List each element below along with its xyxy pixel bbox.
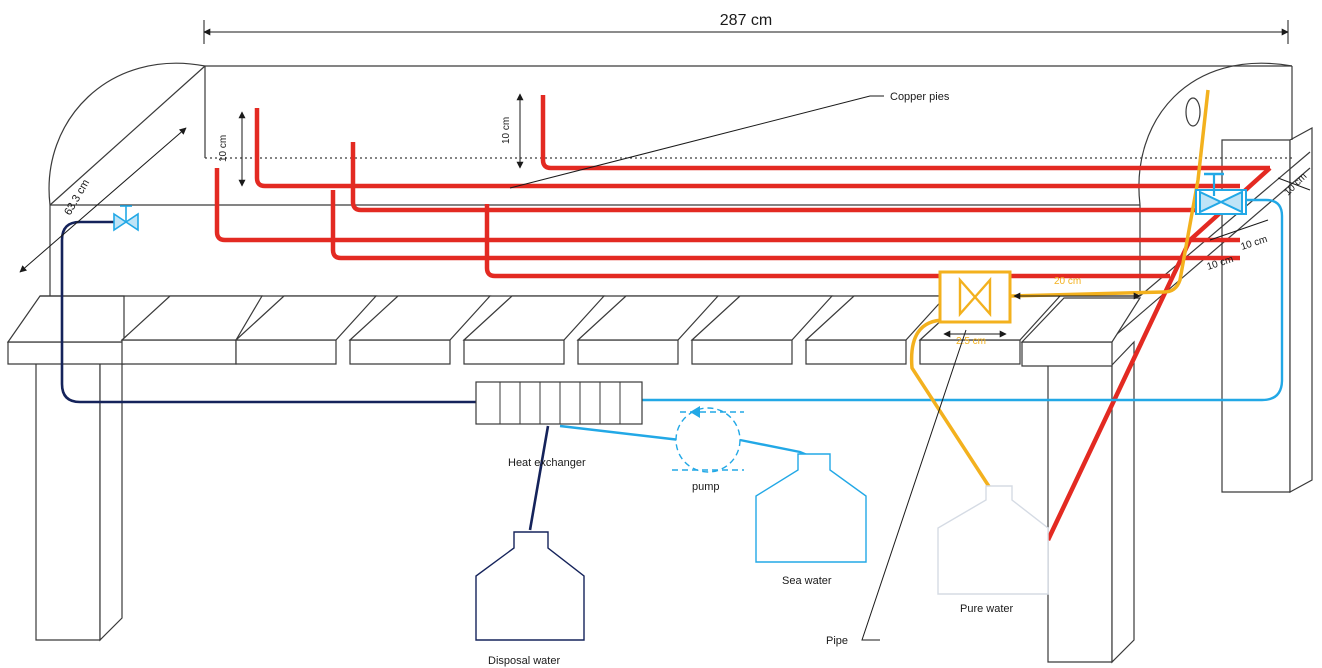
pipe-leader	[861, 329, 967, 641]
box-left-diag	[49, 65, 206, 206]
table-frame	[6, 126, 1313, 664]
left-dome	[48, 62, 206, 206]
sea-water-bottle	[755, 453, 867, 563]
copper-pipe-5	[484, 204, 1170, 279]
front-beam-left-top	[6, 295, 125, 343]
label-pump: pump	[692, 481, 720, 493]
dimension-lines	[19, 20, 1311, 338]
dim-width: 63.3 cm	[62, 178, 92, 218]
dim-collector-gap: 20 cm	[1054, 276, 1081, 287]
copper-leader	[509, 95, 884, 189]
dim-length: 287 cm	[720, 12, 772, 29]
left-leg	[35, 324, 101, 641]
heat-exchanger	[475, 381, 643, 425]
disposal-water-bottle	[475, 531, 585, 641]
label-copper: Copper pies	[890, 91, 950, 103]
copper-pipe-4	[330, 190, 1240, 261]
slats	[120, 295, 1142, 367]
dim-collector-width: 2.5 cm	[956, 336, 986, 347]
disposal-line-down	[528, 425, 550, 531]
pure-water-bottle	[937, 485, 1049, 595]
front-beam-left	[7, 341, 125, 365]
right-dome	[1138, 62, 1293, 206]
pure-line-top	[1009, 89, 1210, 298]
valve-left	[113, 205, 139, 232]
collector	[938, 270, 1012, 324]
label-sea-water: Sea water	[782, 575, 832, 587]
copper-pipe-6	[540, 95, 1270, 171]
right-dome-port	[1185, 97, 1201, 127]
pure-line-down	[909, 318, 992, 489]
right-back-leg-side	[1289, 126, 1313, 494]
copper-pipe-1	[254, 108, 1240, 189]
label-disposal-water: Disposal water	[488, 655, 560, 667]
copper-pipe-3	[214, 168, 1240, 243]
right-front-leg	[1047, 364, 1113, 663]
still-box	[48, 62, 1293, 296]
right-front-leg-side	[1111, 340, 1135, 664]
sea-line-return	[640, 198, 1284, 402]
label-pure-water: Pure water	[960, 603, 1014, 615]
dim-rise-mid: 10 cm	[501, 117, 512, 144]
valve-right	[1195, 172, 1247, 215]
right-rail	[1139, 151, 1311, 297]
dim-rise-left: 10 cm	[218, 135, 229, 162]
copper-pipe-2	[350, 142, 1240, 213]
label-heat-exchanger: Heat exchanger	[508, 457, 586, 469]
right-rail-lower	[1109, 167, 1311, 341]
sea-line-pump	[559, 424, 681, 442]
pump	[672, 406, 744, 473]
label-pipe: Pipe	[826, 635, 848, 647]
